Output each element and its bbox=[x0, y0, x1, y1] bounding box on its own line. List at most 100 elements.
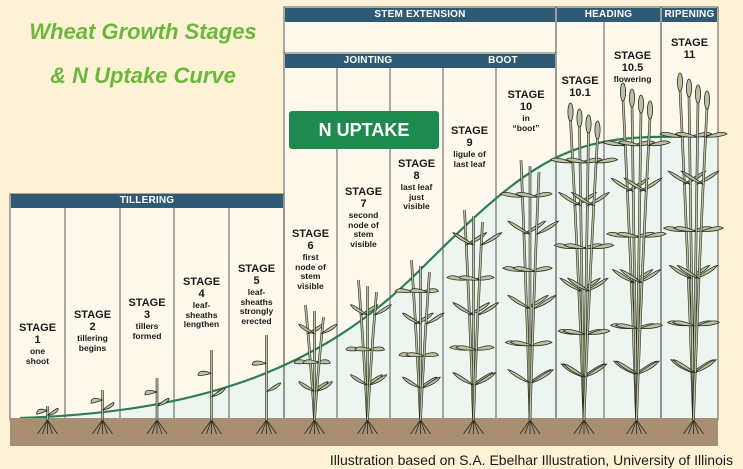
plant-leaf bbox=[611, 269, 635, 284]
stage-number: 11 bbox=[683, 49, 696, 61]
plant-root bbox=[42, 419, 48, 435]
stage-description-line: stem bbox=[353, 229, 374, 239]
plant-stem bbox=[635, 117, 651, 421]
plant-leaf bbox=[509, 340, 533, 347]
wheat-plant bbox=[293, 304, 338, 435]
plant-root bbox=[636, 419, 647, 435]
plant-leaf bbox=[623, 177, 647, 192]
plant-leaf bbox=[458, 275, 480, 281]
stage-description-line: strongly bbox=[239, 306, 274, 316]
wheat-plant bbox=[602, 82, 671, 435]
plant-leaf bbox=[701, 226, 724, 232]
plant-leaf bbox=[512, 266, 536, 272]
stage-number: 8 bbox=[413, 170, 420, 182]
plant-root bbox=[626, 419, 637, 435]
header-boot: BOOT bbox=[451, 54, 555, 68]
plant-leaf bbox=[638, 269, 662, 284]
wheat-head bbox=[620, 82, 627, 102]
wheat-plant bbox=[446, 209, 503, 435]
plant-leaf bbox=[557, 192, 582, 207]
wheat-plant bbox=[36, 406, 59, 435]
stage-title: STAGE bbox=[397, 158, 436, 170]
plant-leaf bbox=[507, 294, 531, 309]
wheat-plant bbox=[499, 159, 560, 435]
stage-number: 10.5 bbox=[621, 62, 644, 74]
plant-root bbox=[693, 419, 704, 435]
stage-title: STAGE bbox=[18, 322, 57, 334]
plant-leaf bbox=[615, 360, 639, 375]
plant-root bbox=[304, 419, 315, 435]
wheat-plants bbox=[36, 72, 728, 435]
stage-number: 9 bbox=[466, 137, 473, 149]
plant-leaf bbox=[480, 232, 503, 246]
plant-leaf bbox=[102, 402, 115, 411]
plant-leaf bbox=[422, 376, 441, 389]
plant-leaf bbox=[394, 288, 414, 294]
plant-leaf bbox=[676, 264, 700, 279]
title-line-2: & N Uptake Curve bbox=[50, 63, 236, 88]
stage-description-line: lengthen bbox=[183, 319, 220, 329]
plant-leaf bbox=[616, 231, 640, 238]
plant-stem bbox=[313, 316, 325, 421]
wheat-head bbox=[686, 78, 693, 98]
plant-root bbox=[97, 419, 103, 435]
plant-root bbox=[151, 419, 158, 435]
stage-description-line: just bbox=[408, 191, 425, 202]
plant-leaf bbox=[369, 374, 388, 386]
plant-stem bbox=[529, 171, 540, 421]
plant-root bbox=[266, 419, 277, 435]
plant-leaf bbox=[349, 374, 368, 386]
plant-root bbox=[573, 419, 585, 435]
plant-stem bbox=[583, 137, 599, 421]
stage-title: STAGE bbox=[237, 263, 276, 275]
stage-title: STAGE bbox=[507, 89, 545, 101]
plant-leaf bbox=[549, 157, 573, 164]
illustration-credit: Illustration based on S.A. Ebelhar Illus… bbox=[329, 452, 733, 468]
header-tillering: TILLERING bbox=[11, 194, 283, 208]
plant-leaf bbox=[298, 323, 315, 335]
plant-leaf bbox=[531, 369, 555, 384]
plant-root bbox=[631, 419, 637, 435]
plant-leaf bbox=[587, 329, 611, 335]
stage-description-line: “boot” bbox=[512, 122, 540, 133]
plant-leaf bbox=[673, 226, 697, 232]
plant-leaf bbox=[640, 323, 664, 330]
soil-strip bbox=[10, 418, 718, 446]
plant-root bbox=[524, 419, 531, 435]
stage-title: STAGE bbox=[561, 75, 599, 87]
plant-leaf bbox=[455, 345, 477, 351]
plant-leaf bbox=[156, 397, 170, 407]
plant-root bbox=[367, 419, 378, 435]
wheat-plant bbox=[144, 378, 170, 435]
wheat-plant bbox=[549, 102, 619, 435]
plant-leaf bbox=[473, 345, 495, 351]
stage-dividers bbox=[64, 21, 662, 420]
wheat-head bbox=[594, 120, 601, 140]
plant-leaf bbox=[674, 131, 698, 138]
stage-description-line: second bbox=[348, 210, 379, 220]
plant-leaf bbox=[563, 363, 587, 378]
stage-title: STAGE bbox=[613, 50, 652, 62]
stage-description-line: flowering bbox=[613, 74, 652, 84]
stage-description-line: first bbox=[302, 252, 319, 262]
stage-description-line: tillers bbox=[135, 321, 159, 331]
plant-root bbox=[529, 419, 541, 435]
plant-leaf bbox=[405, 352, 425, 358]
plant-root bbox=[156, 419, 168, 435]
wheat-plant bbox=[659, 72, 728, 435]
stage-description-line: node of bbox=[295, 261, 326, 272]
plant-leaf bbox=[302, 359, 320, 365]
wheat-plant bbox=[90, 390, 115, 435]
plant-root bbox=[314, 419, 325, 435]
stage-description-line: sheaths bbox=[240, 296, 273, 307]
stage-description-line: visible bbox=[350, 238, 377, 249]
wheat-plant bbox=[394, 259, 445, 435]
stage-title: STAGE bbox=[128, 297, 166, 309]
